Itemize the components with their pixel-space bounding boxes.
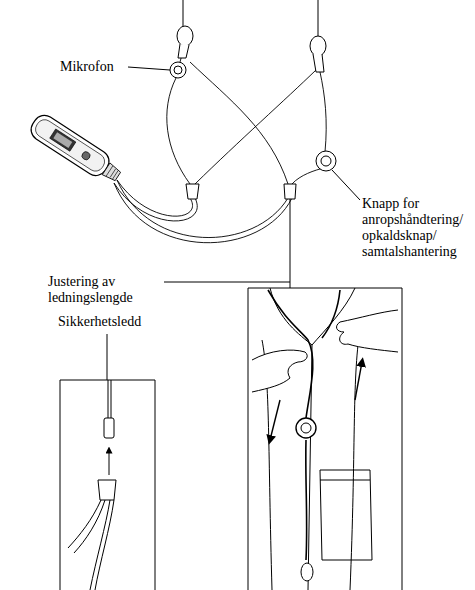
leader-line (318, 0, 319, 36)
leader-line (183, 0, 184, 26)
length-adjust-inset (248, 288, 402, 590)
part-label: Justering av ledningslengde (48, 274, 162, 306)
leader-line (290, 198, 291, 288)
leader-line (332, 170, 360, 200)
part-label: Knapp for anropshåndtering/ opkaldsknap/… (362, 196, 472, 260)
safety-link-inset (60, 380, 155, 590)
leader-line (107, 334, 108, 380)
cable (114, 46, 326, 243)
leader-line (128, 67, 170, 70)
part-label: Sikkerhetsledd (58, 314, 168, 330)
bluetooth-unit (27, 111, 125, 187)
call-button (316, 151, 336, 171)
leader-line (164, 282, 290, 283)
cable-splitter (186, 184, 296, 199)
earbud (177, 26, 193, 58)
part-label: Mikrofon (60, 59, 130, 75)
microphone (170, 62, 186, 78)
earbud (310, 36, 326, 72)
